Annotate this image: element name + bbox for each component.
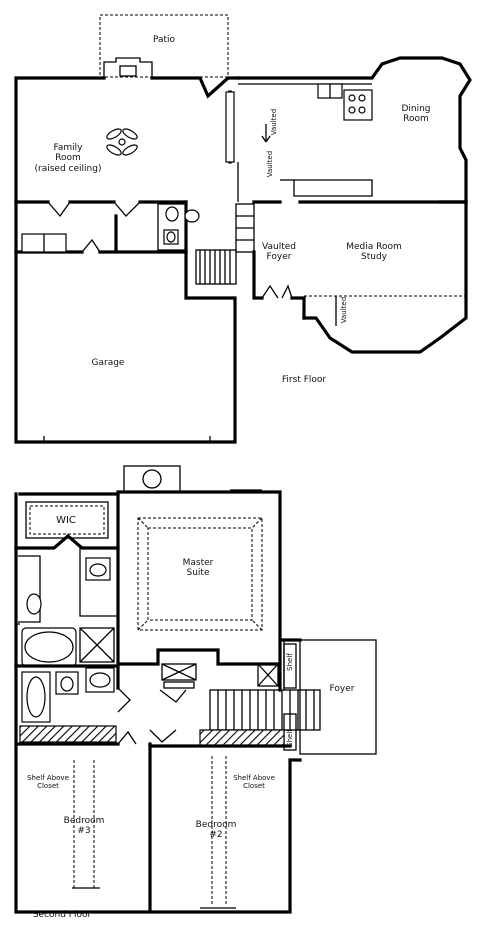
label-bedroom-2: Bedroom #2: [195, 820, 237, 841]
label-garage: Garage: [91, 358, 125, 368]
fireplace: [103, 57, 153, 78]
label-patio: Patio: [152, 35, 176, 45]
label-dining-room: Dining Room: [401, 104, 431, 125]
label-master-suite: Master Suite: [182, 558, 214, 579]
closet-bedroom-2: [199, 729, 285, 747]
stairs-first-floor: [195, 203, 255, 285]
label-vaulted-media: Vaulted: [339, 296, 348, 324]
stairs-second-floor: [209, 689, 321, 731]
closet-bedroom-3: [19, 725, 117, 743]
kitchen-walls: [236, 56, 472, 204]
label-shelf-1: Shelf: [285, 653, 294, 671]
label-shelf-2: Shelf: [285, 729, 294, 747]
label-media-study: Media Room Study: [346, 242, 402, 263]
family-room-walls: [14, 76, 240, 444]
media-room-walls: [302, 200, 468, 354]
label-wic: WIC: [56, 515, 76, 526]
label-family-room: Family Room (raised ceiling): [34, 143, 102, 174]
label-bedroom-3: Bedroom #3: [63, 816, 105, 837]
label-shelf-closet-right: Shelf Above Closet: [233, 774, 275, 791]
label-foyer: Foyer: [329, 684, 355, 694]
label-shelf-closet-left: Shelf Above Closet: [27, 774, 69, 791]
second-floor-caption: Second Floor: [32, 910, 92, 920]
first-floor-caption: First Floor: [281, 375, 327, 385]
label-vaulted-foyer: Vaulted Foyer: [262, 242, 296, 263]
label-vaulted-stair: Vaulted: [265, 150, 274, 178]
toilet: [165, 206, 179, 222]
patio-outline: [99, 14, 229, 78]
label-vaulted-kitchen: Vaulted: [269, 108, 278, 136]
ceiling-fan-icon: [106, 128, 138, 156]
second-floor-plan: [14, 465, 377, 914]
first-floor-plan: [14, 14, 472, 444]
foyer-open-below: [299, 639, 377, 755]
